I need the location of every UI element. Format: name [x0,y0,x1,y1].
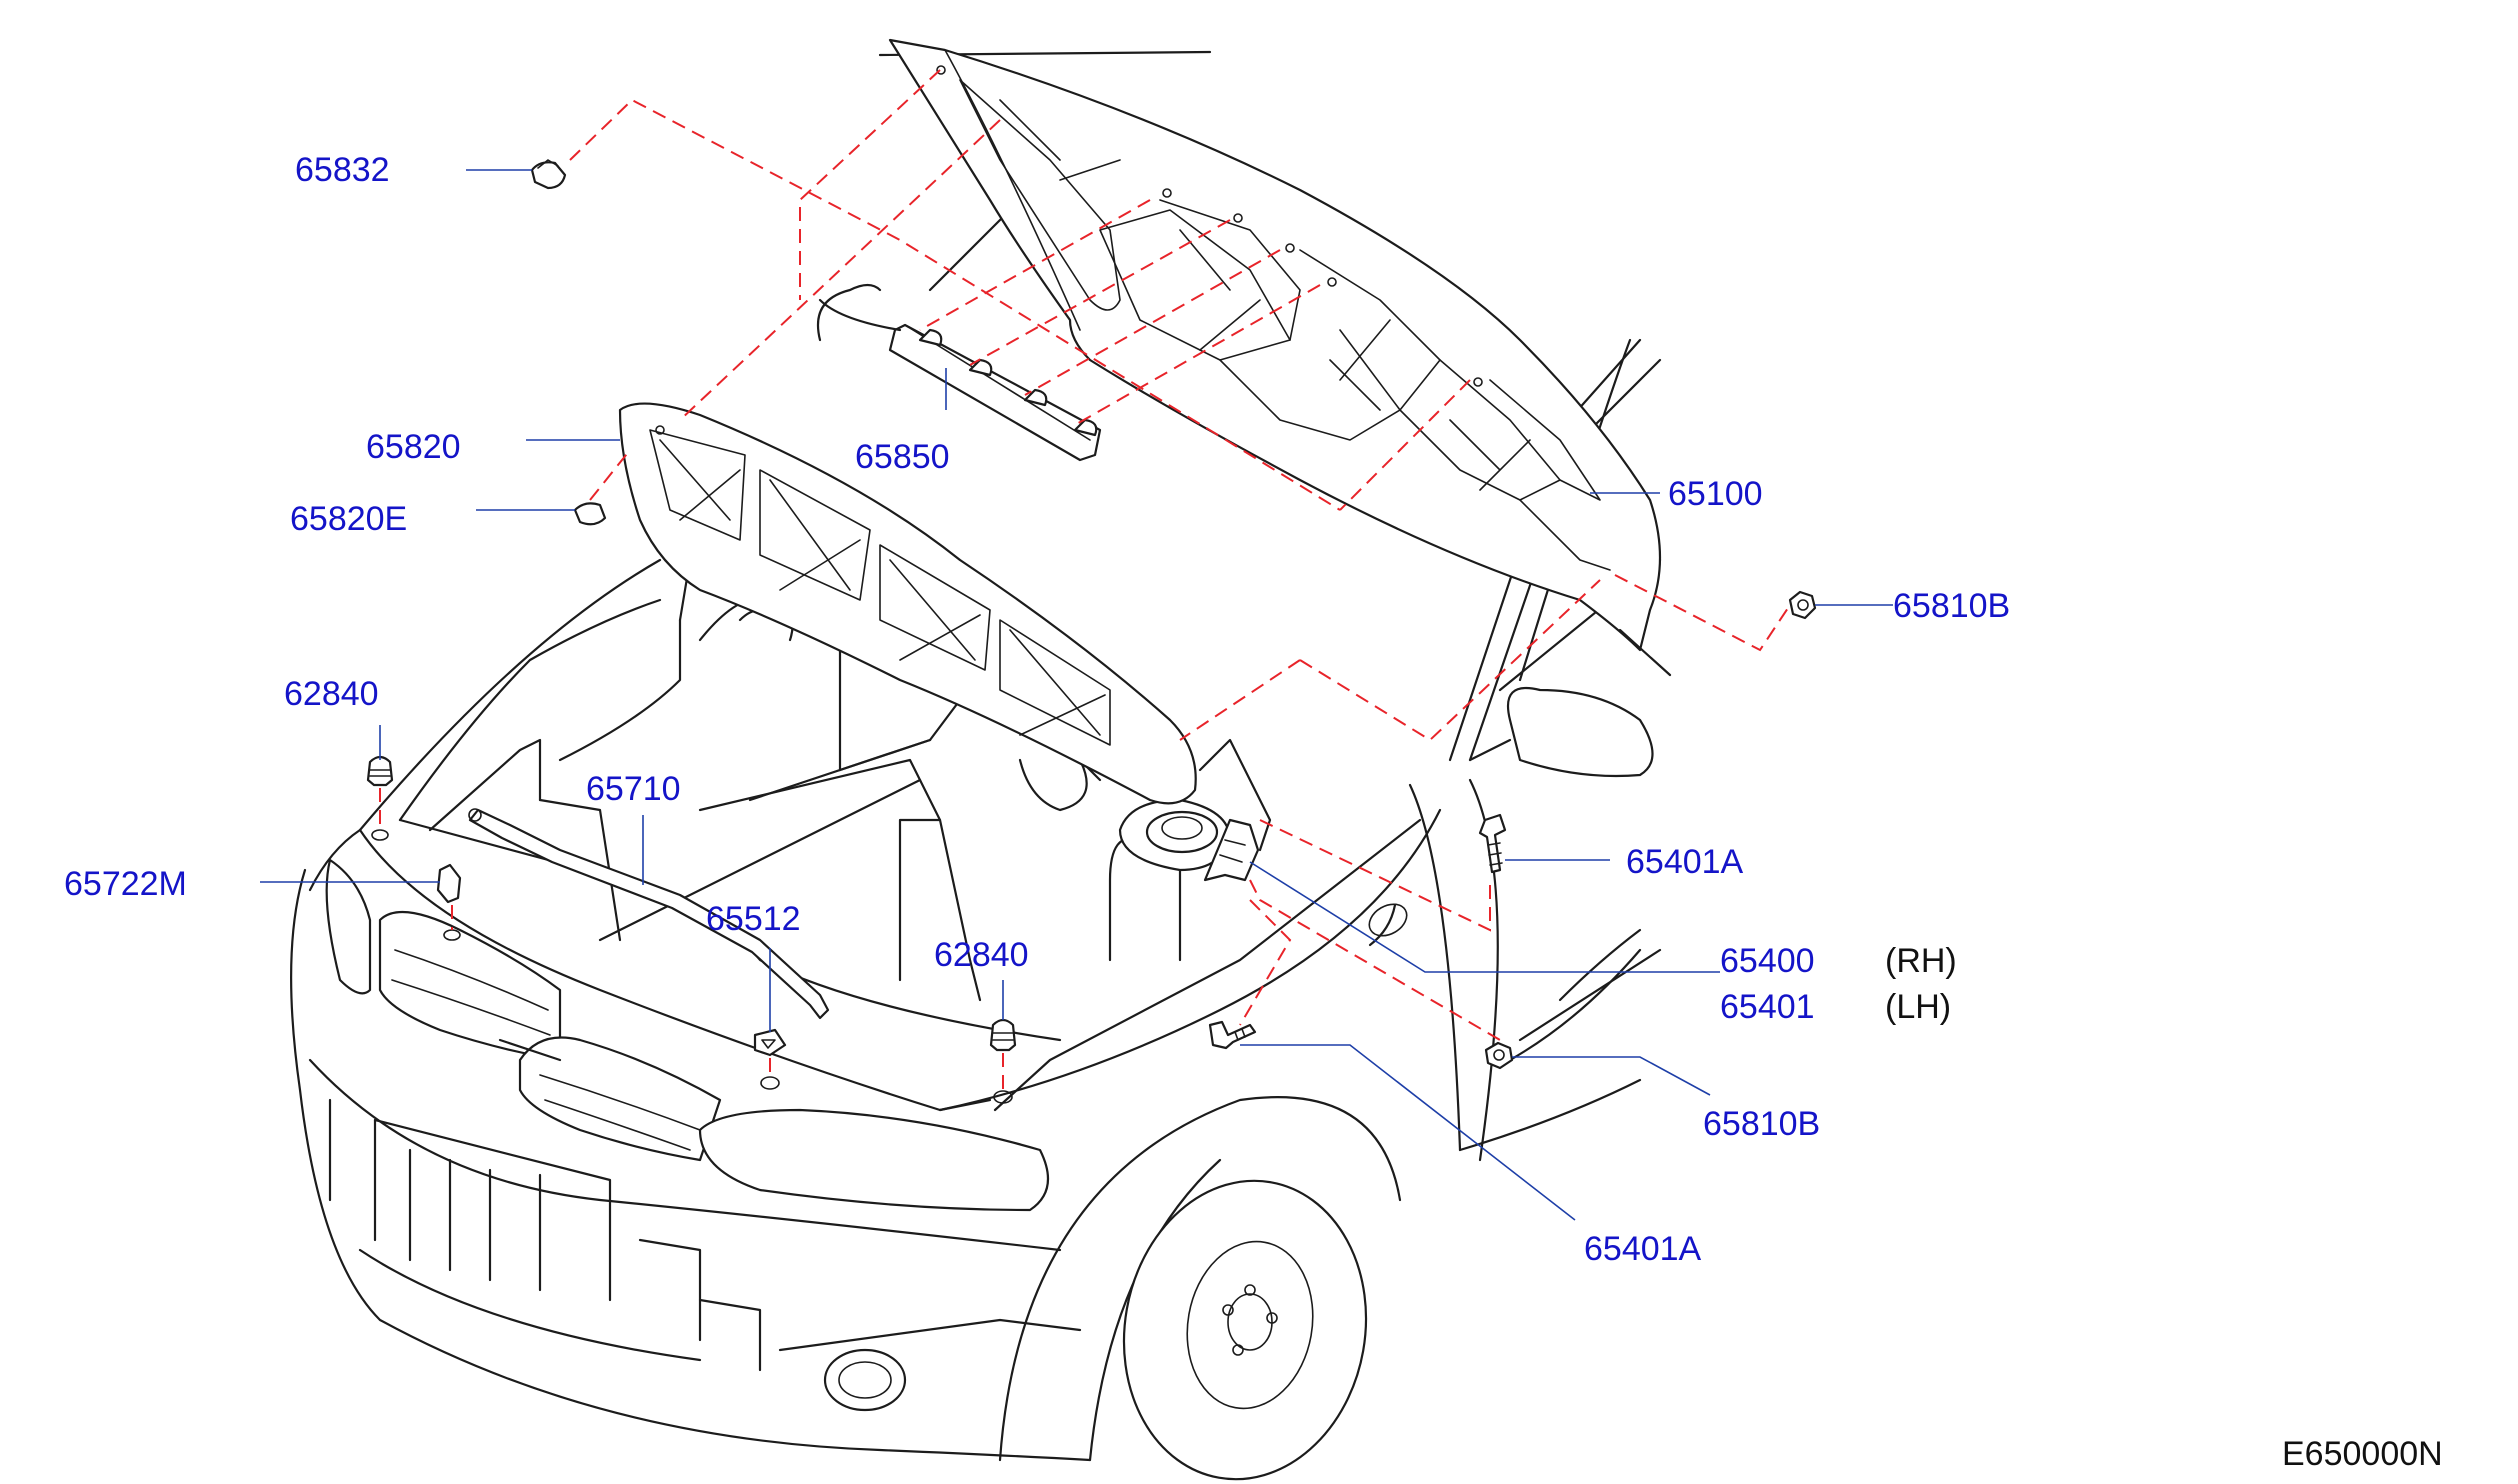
assembly-dashed-lines [379,69,1791,1092]
diagram-code: E650000N [2282,1435,2443,1473]
label-65820E: 65820E [290,500,407,538]
hood-insulator-drawing [618,402,1197,805]
label-65100: 65100 [1668,475,1763,513]
label-65401: 65401 [1720,988,1815,1026]
label-62840-center: 62840 [934,936,1029,974]
label-65832: 65832 [295,151,390,189]
label-65810B-upper: 65810B [1893,587,2010,625]
label-65820: 65820 [366,428,461,466]
label-65401-side: (LH) [1885,988,1951,1026]
fasteners [366,159,1817,1104]
label-65810B-lower: 65810B [1703,1105,1820,1143]
label-65850: 65850 [855,438,950,476]
car-body-drawing [290,50,1662,1481]
label-65722M: 65722M [64,865,187,903]
label-65400-side: (RH) [1885,942,1957,980]
part-labels: 65832 65820 65820E 65850 65100 65810B 62… [64,151,2443,1473]
label-62840-left: 62840 [284,675,379,713]
hood-drawing [888,38,1672,677]
hood-seal-strip-drawing [816,283,1102,462]
label-65400: 65400 [1720,942,1815,980]
label-65512: 65512 [706,900,801,938]
label-65401A-lower: 65401A [1584,1230,1702,1268]
callout-leader-lines [260,169,1893,1221]
label-65710: 65710 [586,770,681,808]
label-65401A-upper: 65401A [1626,843,1744,881]
